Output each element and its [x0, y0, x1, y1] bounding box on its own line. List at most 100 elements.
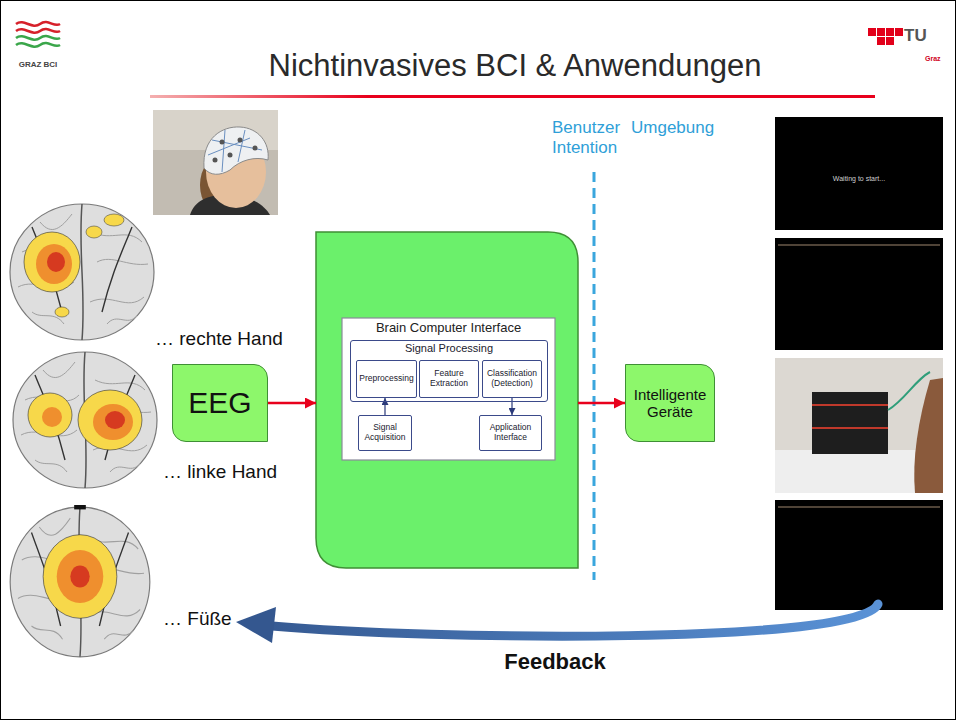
sensor-box: EEG	[172, 364, 268, 442]
screen-line	[778, 506, 940, 508]
label-wrap: … rechte Hand	[155, 328, 283, 351]
boundary-line	[593, 172, 596, 580]
label-wrap: … Füße	[163, 608, 232, 631]
connector-group	[268, 398, 625, 415]
screenshot	[775, 238, 943, 350]
process-box: Signal Acquisition	[358, 415, 412, 451]
box-text: Application Interface	[481, 423, 540, 443]
screen-text: Waiting to start...	[833, 175, 885, 182]
process-box: Feature Extraction	[419, 360, 479, 398]
activation-low	[24, 232, 80, 292]
cap-wires	[208, 130, 262, 172]
label-wrap: GRAZ BCI	[10, 52, 66, 71]
device	[812, 392, 888, 454]
title-wrap: Nichtinvasives BCI & Anwendungen	[150, 48, 880, 84]
label-wrap: … linke Hand	[163, 461, 277, 484]
arrow-connector	[268, 402, 316, 405]
group-heading: Signal Processing	[351, 342, 547, 355]
logo-square	[895, 28, 903, 36]
activation-high	[70, 566, 89, 588]
activation-high	[47, 252, 65, 272]
box-text: Classification (Detection)	[484, 369, 540, 389]
electrode	[213, 158, 218, 163]
activation-mid	[93, 404, 133, 440]
label-wrap: TU	[904, 26, 927, 46]
box-text: Intelligente Geräte	[630, 386, 710, 421]
logo-square	[886, 37, 894, 45]
brain-outline	[13, 352, 157, 488]
bci-system-box: Brain Computer InterfaceSignal Processin…	[316, 232, 578, 568]
label-wrap: Umgebung	[631, 118, 714, 138]
activation-mid	[57, 550, 104, 603]
feedback-arrowhead	[236, 607, 276, 643]
title-rule	[150, 95, 875, 98]
feedback-arrow	[272, 604, 878, 636]
logo-square	[877, 28, 885, 36]
process-box: Application Interface	[479, 415, 542, 451]
logo-wave	[16, 22, 60, 33]
device-stripe	[812, 404, 888, 406]
box-text: Preprocessing	[359, 374, 413, 384]
logo-text: Graz	[925, 55, 941, 62]
arm	[914, 378, 943, 493]
logo-text: TU	[904, 26, 927, 45]
process-box: Classification (Detection)	[482, 360, 542, 398]
brain-map	[13, 352, 157, 488]
box-text: Signal Acquisition	[360, 423, 410, 443]
process-box: Preprocessing	[356, 360, 417, 398]
brain-outline	[10, 507, 150, 657]
arrow-connector	[578, 402, 625, 405]
bci-window-panel	[342, 318, 555, 460]
activation-low	[104, 214, 124, 226]
region-label: Benutzer Intention	[552, 118, 620, 157]
activation-mid	[42, 407, 62, 427]
label-wrap: Feedback	[470, 649, 640, 675]
feedback-label: Feedback	[504, 649, 606, 674]
activation-low	[28, 393, 72, 437]
electrode	[220, 140, 225, 145]
logo-wave	[16, 36, 60, 47]
panel-heading: Brain Computer Interface	[342, 321, 555, 336]
class-label: … Füße	[163, 608, 232, 629]
eeg-cap	[204, 127, 268, 174]
label-wrap: Waiting to start...	[775, 166, 943, 185]
box-text: EEG	[188, 386, 251, 421]
slide-title: Nichtinvasives BCI & Anwendungen	[269, 48, 762, 83]
photo-background	[775, 358, 943, 493]
label-wrap: Graz	[925, 46, 941, 65]
brain-outline	[10, 204, 154, 340]
brain-map	[10, 204, 154, 340]
electrode	[238, 138, 243, 143]
arrow-connector	[384, 398, 385, 415]
signal-processing-box: Signal ProcessingPreprocessing Feature Ex…	[350, 340, 548, 402]
electrode	[228, 153, 233, 158]
logo-square	[877, 37, 885, 45]
screenshot	[775, 500, 943, 610]
class-label: … linke Hand	[163, 461, 277, 482]
logo-square	[868, 28, 876, 36]
class-label: … rechte Hand	[155, 328, 283, 349]
box-text: Feature Extraction	[421, 369, 477, 389]
photo-background	[153, 110, 278, 215]
activation-low	[43, 535, 117, 619]
logo-square	[886, 28, 894, 36]
marker	[74, 505, 86, 509]
screen-line	[778, 244, 940, 246]
activation-mid	[36, 244, 72, 284]
bci-system-shape	[316, 232, 578, 568]
screenshot	[775, 117, 943, 230]
label-wrap: Benutzer Intention	[552, 118, 628, 159]
arrow-connector	[511, 398, 512, 415]
region-label: Umgebung	[631, 118, 714, 137]
electrode	[253, 146, 258, 151]
activation-low	[78, 390, 142, 450]
device-stripe	[812, 427, 888, 429]
device-box: Intelligente Geräte	[625, 364, 715, 442]
brain-map	[10, 505, 150, 657]
activation-low	[55, 307, 69, 317]
logo-text: GRAZ BCI	[19, 60, 58, 69]
activation-low	[86, 226, 102, 238]
